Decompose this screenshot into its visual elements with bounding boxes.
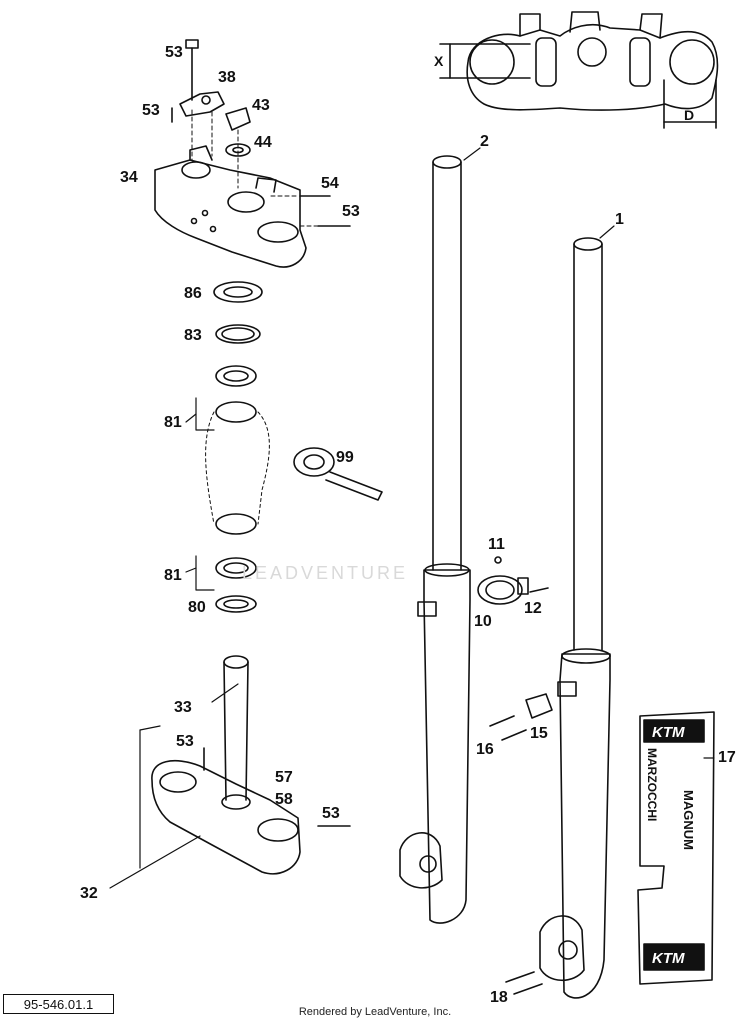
- callout-label: 12: [524, 600, 542, 617]
- bearing-81-lower: [215, 557, 257, 579]
- callout-label: 99: [336, 449, 354, 466]
- clamp-cap-38: [179, 91, 225, 117]
- callout-label: 43: [252, 97, 270, 114]
- callout-label: 15: [530, 725, 548, 742]
- bearing-cap-43: [225, 107, 251, 131]
- callout-label: 86: [184, 285, 202, 302]
- steering-spanner-99: [293, 447, 383, 501]
- callout-label: 58: [275, 791, 293, 808]
- bolt-16b: [501, 729, 527, 741]
- bearing-81-upper: [215, 365, 257, 387]
- bearing-race-81-upper: [215, 401, 257, 423]
- fork-leg-left: [399, 155, 471, 924]
- decal-text-magnum: MAGNUM: [681, 790, 696, 850]
- callout-label: 83: [184, 327, 202, 344]
- callout-label: 32: [80, 885, 98, 902]
- decal-brand-top: KTM: [652, 724, 685, 741]
- callout-label: 11: [488, 536, 505, 553]
- callout-label: 57: [275, 769, 293, 786]
- drawing-id-box: 95-546.01.1: [3, 994, 114, 1014]
- decal-brand-bottom: KTM: [652, 950, 685, 967]
- callout-label: 53: [176, 733, 194, 750]
- callout-label: 53: [165, 44, 183, 61]
- callout-label: 2: [480, 133, 489, 150]
- callout-label: 81: [164, 567, 182, 584]
- callout-label: 18: [490, 989, 508, 1006]
- callout-label: 16: [476, 741, 494, 758]
- steering-stem-33: [223, 655, 249, 801]
- fork-leg-right: [539, 237, 611, 999]
- dust-seal-86: [213, 281, 263, 303]
- bolt-18b: [513, 983, 543, 995]
- upper-triple-clamp: [154, 145, 307, 268]
- hose-guide-15: [525, 693, 553, 719]
- callout-label: 53: [342, 203, 360, 220]
- callout-label: 1: [615, 211, 624, 228]
- dimension-x-label: X: [434, 53, 444, 69]
- callout-label: 54: [321, 175, 339, 192]
- dimension-d-label: D: [684, 107, 694, 123]
- callout-label: 44: [254, 134, 272, 151]
- callout-label: 53: [322, 805, 340, 822]
- decal-text-marzocchi: MARZOCCHI: [645, 748, 659, 821]
- callout-label: 34: [120, 169, 138, 186]
- callout-label: 10: [474, 613, 492, 630]
- bearing-race-81-lower: [215, 513, 257, 535]
- lower-triple-clamp-32: [151, 747, 351, 875]
- seal-ring-83: [215, 324, 261, 344]
- bolt-18a: [505, 971, 535, 983]
- watermark-text: LEADVENTURE: [242, 563, 409, 583]
- bolt-16a: [489, 715, 515, 727]
- triple-clamp-detail: [439, 11, 719, 129]
- decal-17: [637, 711, 715, 985]
- render-credit: Rendered by LeadVenture, Inc.: [298, 1006, 452, 1018]
- hose-clamp-10: [477, 556, 549, 605]
- callout-label: 80: [188, 599, 206, 616]
- seal-80: [215, 595, 257, 613]
- callout-label: 81: [164, 414, 182, 431]
- callout-label: 53: [142, 102, 160, 119]
- callout-label: 38: [218, 69, 236, 86]
- callout-label: 17: [718, 749, 736, 766]
- callout-label: 33: [174, 699, 192, 716]
